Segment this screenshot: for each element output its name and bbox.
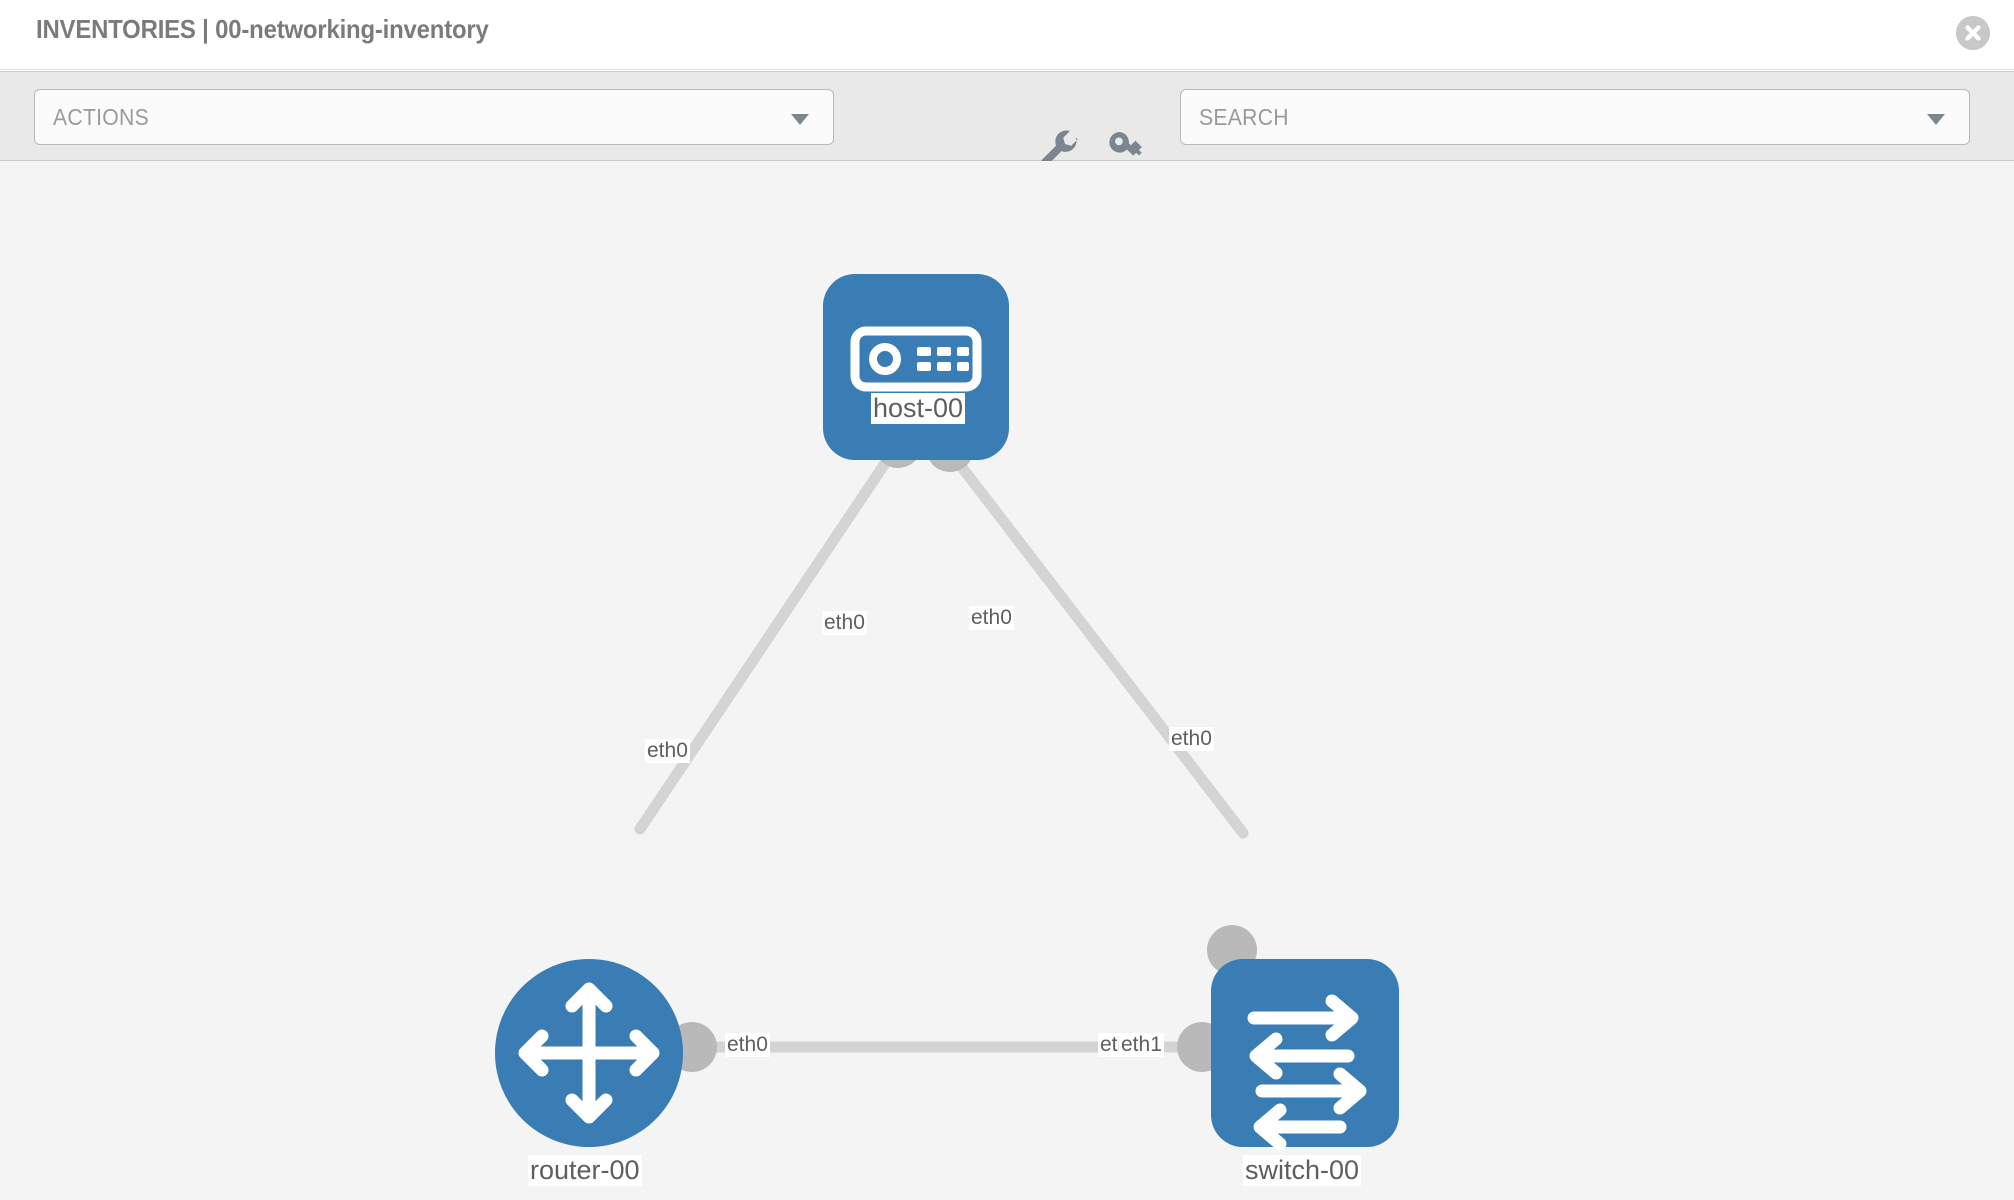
- topology-edges: [634, 438, 1249, 1053]
- edge-host-switch: [938, 438, 1249, 839]
- topology-canvas[interactable]: host-00 router-00 switch-00 eth0 eth0 et…: [0, 161, 2014, 1200]
- node-switch-00: [1211, 959, 1399, 1151]
- page-title: INVENTORIES | 00-networking-inventory: [36, 14, 489, 44]
- edge-host-router: [634, 438, 904, 835]
- iface-label-switch-top: eth0: [1169, 727, 1214, 751]
- node-label-router: router-00: [528, 1155, 642, 1186]
- iface-label-host-left: eth0: [822, 611, 867, 635]
- page-header: INVENTORIES | 00-networking-inventory: [0, 0, 2014, 70]
- node-label-switch: switch-00: [1243, 1155, 1362, 1186]
- node-host-00: [823, 274, 1009, 460]
- actions-dropdown[interactable]: ACTIONS: [34, 89, 834, 145]
- search-placeholder: SEARCH: [1199, 104, 1289, 130]
- key-icon[interactable]: [1105, 128, 1149, 172]
- iface-label-switch-left: eth1: [1119, 1033, 1164, 1057]
- node-label-host: host-00: [871, 393, 966, 424]
- chevron-down-icon: [791, 114, 809, 125]
- wrench-icon[interactable]: [1037, 128, 1081, 172]
- actions-dropdown-label: ACTIONS: [53, 104, 149, 130]
- chevron-down-icon[interactable]: [1927, 114, 1945, 125]
- toolbar: ACTIONS SEARCH: [0, 71, 2014, 166]
- topology-graph: [495, 274, 1399, 1151]
- iface-label-host-right: eth0: [969, 606, 1014, 630]
- search-input[interactable]: SEARCH: [1180, 89, 1970, 145]
- iface-label-router-right: eth0: [725, 1033, 770, 1057]
- close-icon[interactable]: [1956, 16, 1990, 50]
- iface-label-router-top: eth0: [645, 739, 690, 763]
- node-router-00: [495, 959, 683, 1147]
- server-icon: [850, 326, 982, 392]
- router-arrows-icon: [518, 982, 660, 1124]
- switch-arrows-icon: [1247, 994, 1367, 1151]
